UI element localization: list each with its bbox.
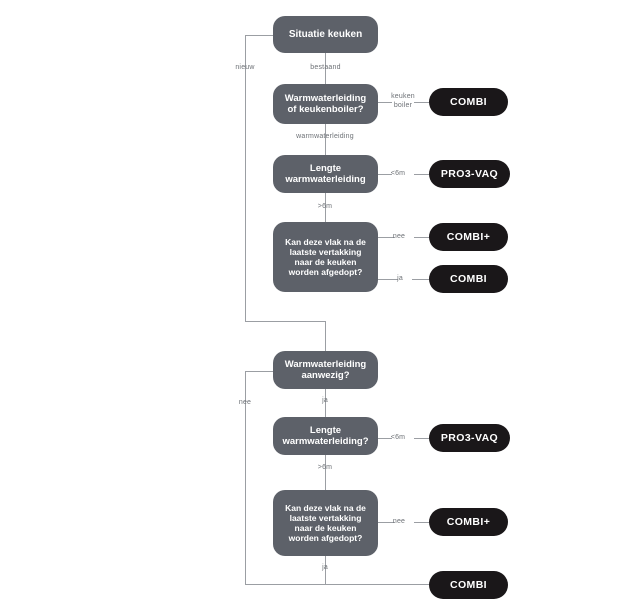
connector-nee-3-right xyxy=(414,522,429,523)
connector-gt6m-1 xyxy=(325,193,326,222)
node-afgedopt-1[interactable]: Kan deze vlak na de laatste vertakking n… xyxy=(273,222,378,292)
connector-nee-1-right xyxy=(414,237,429,238)
outcome-combiplus-2[interactable]: COMBI+ xyxy=(429,508,508,536)
node-warmwaterleiding-aanwezig-label: Warmwaterleiding aanwezig? xyxy=(284,358,367,381)
outcome-combi-1[interactable]: COMBI xyxy=(429,88,508,116)
connector-nee-2-horizontal xyxy=(245,371,274,372)
edge-label-ja-1: ja xyxy=(397,275,403,282)
connector-lt6m-1-right xyxy=(414,174,429,175)
node-warmwaterleiding-of-keukenboiler-label: Warmwaterleiding of keukenboiler? xyxy=(284,92,367,115)
outcome-pro3vaq-2[interactable]: PRO3-VAQ xyxy=(429,424,510,452)
outcome-combiplus-1[interactable]: COMBI+ xyxy=(429,223,508,251)
connector-lt6m-2-right xyxy=(414,438,429,439)
edge-label-bestaand: bestaand xyxy=(310,64,341,71)
node-situatie-keuken[interactable]: Situatie keuken xyxy=(273,16,378,53)
connector-nieuw-jog xyxy=(245,321,326,322)
node-afgedopt-2-label: Kan deze vlak na de laatste vertakking n… xyxy=(285,502,366,544)
connector-ja-1-left xyxy=(378,279,398,280)
edge-label-nee-1: nee xyxy=(392,233,406,240)
outcome-combi-3[interactable]: COMBI xyxy=(429,571,508,599)
outcome-pro3vaq-1-label: PRO3-VAQ xyxy=(440,168,499,180)
outcome-pro3vaq-2-label: PRO3-VAQ xyxy=(440,432,499,444)
outcome-pro3vaq-1[interactable]: PRO3-VAQ xyxy=(429,160,510,188)
connector-lt6m-1-left xyxy=(378,174,392,175)
connector-lt6m-2-left xyxy=(378,438,392,439)
connector-nieuw-horizontal xyxy=(245,35,274,36)
connector-nee-2-vertical xyxy=(245,371,246,584)
edge-label-keuken-boiler: keuken boiler xyxy=(391,93,415,109)
connector-ja-2 xyxy=(325,389,326,417)
edge-label-nieuw: nieuw xyxy=(235,64,255,71)
connector-warmwaterleiding xyxy=(325,124,326,155)
node-lengte-warmwaterleiding-2[interactable]: Lengte warmwaterleiding? xyxy=(273,417,378,455)
connector-nee-1-left xyxy=(378,237,395,238)
edge-label-ja-2: ja xyxy=(322,397,328,404)
connector-nieuw-down-to-ww-aanwezig xyxy=(325,321,326,352)
edge-label-gt6m-1: >6m xyxy=(317,203,333,210)
connector-nieuw-vertical xyxy=(245,35,246,321)
outcome-combi-1-label: COMBI xyxy=(450,96,487,108)
edge-label-gt6m-2: >6m xyxy=(317,464,333,471)
edge-label-nee-2: nee xyxy=(238,399,252,406)
connector-gt6m-2 xyxy=(325,455,326,490)
node-afgedopt-2[interactable]: Kan deze vlak na de laatste vertakking n… xyxy=(273,490,378,556)
connector-keukenboiler-right xyxy=(414,102,429,103)
node-warmwaterleiding-aanwezig[interactable]: Warmwaterleiding aanwezig? xyxy=(273,351,378,389)
node-lengte-warmwaterleiding-2-label: Lengte warmwaterleiding? xyxy=(282,424,369,447)
edge-label-lt6m-1: <6m xyxy=(390,170,406,177)
edge-label-warmwaterleiding: warmwaterleiding xyxy=(296,133,354,140)
connector-ja-1-right xyxy=(412,279,429,280)
outcome-combi-2[interactable]: COMBI xyxy=(429,265,508,293)
outcome-combi-3-label: COMBI xyxy=(450,579,487,591)
outcome-combiplus-2-label: COMBI+ xyxy=(446,516,491,528)
node-lengte-warmwaterleiding-1-label: Lengte warmwaterleiding xyxy=(285,162,366,185)
node-situatie-keuken-label: Situatie keuken xyxy=(288,28,363,40)
outcome-combiplus-1-label: COMBI+ xyxy=(446,231,491,243)
connector-ja-3 xyxy=(325,556,326,584)
edge-label-ja-3: ja xyxy=(322,564,328,571)
connector-nee-3-left xyxy=(378,522,395,523)
outcome-combi-2-label: COMBI xyxy=(450,273,487,285)
connector-bestaand xyxy=(325,53,326,84)
edge-label-nee-3: nee xyxy=(392,518,406,525)
node-afgedopt-1-label: Kan deze vlak na de laatste vertakking n… xyxy=(285,236,366,278)
connector-keukenboiler-left xyxy=(378,102,392,103)
edge-label-lt6m-2: <6m xyxy=(390,434,406,441)
connector-bottom-to-combi xyxy=(245,584,429,585)
node-lengte-warmwaterleiding-1[interactable]: Lengte warmwaterleiding xyxy=(273,155,378,193)
node-warmwaterleiding-of-keukenboiler[interactable]: Warmwaterleiding of keukenboiler? xyxy=(273,84,378,124)
